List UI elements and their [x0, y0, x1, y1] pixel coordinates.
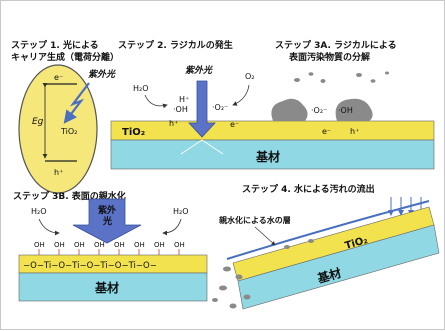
- step3a-hydroxyl-label: ·OH: [338, 106, 353, 115]
- step4-substrate-layer: [237, 224, 440, 310]
- step2-uv-arrow-icon: [188, 80, 216, 138]
- step2-reflect-line-left: [180, 139, 203, 155]
- step3a-electron-label: e⁻: [322, 127, 331, 136]
- step3b-uv-arrow-icon: [72, 198, 142, 244]
- step4-water-layer-label: 親水化による水の層: [219, 215, 291, 225]
- flowing-dirt-5-icon: [229, 303, 237, 309]
- step1-title-line2: キャリア生成（電荷分離）: [11, 51, 119, 63]
- step2-oxygen-arrow: [232, 84, 250, 106]
- step1-uv-label: 紫外光: [88, 69, 116, 80]
- step3a-fragment-3-icon: [320, 79, 326, 83]
- step2-hole-label: h⁺: [169, 119, 178, 128]
- step2-proton-label: H⁺: [179, 95, 189, 104]
- step3b-uv-label-line1: 紫外: [98, 204, 116, 216]
- step2-tio2-label: TiO₂: [122, 127, 145, 138]
- oh-label-4: OH: [94, 241, 105, 249]
- step3a-title-line1: ステップ 3A. ラジカルによる: [275, 39, 397, 51]
- oh-label-8: OH: [174, 241, 185, 249]
- flowing-dirt-3-icon: [219, 285, 227, 291]
- step2-hydroxyl-label: ·OH: [173, 105, 188, 114]
- flowing-dirt-1-icon: [223, 266, 231, 272]
- step2-electron-label: e⁻: [230, 120, 239, 129]
- oh-group-6: OH: [134, 241, 145, 255]
- step4-substrate-label: 基材: [315, 265, 343, 286]
- oh-label-5: OH: [114, 241, 125, 249]
- step2-uv-label: 紫外光: [185, 65, 213, 76]
- oh-group-1: OH: [34, 241, 45, 255]
- step2-3a-panel: ステップ 2. ラジカルの発生 ステップ 3A. ラジカルによる 表面汚染物質の…: [110, 39, 435, 170]
- oh-group-4: OH: [94, 241, 105, 255]
- step3a-fragment-5-icon: [370, 79, 376, 83]
- step3b-uv-label-line2: 光: [102, 215, 112, 227]
- step2-oxygen-label: O₂: [245, 72, 255, 81]
- step1-uv-zigzag-icon: [63, 82, 90, 124]
- flowing-dirt-7-icon: [284, 245, 290, 249]
- step1-hole-label: h⁺: [54, 168, 63, 177]
- step1-panel: ステップ 1. 光による キャリア生成（電荷分離） Eg e⁻ h⁺ TiO₂ …: [11, 39, 119, 194]
- step3a-fragment-4-icon: [356, 73, 362, 77]
- step2-water-label: H₂O: [133, 84, 149, 93]
- step1-title-line1: ステップ 1. 光による: [11, 39, 99, 51]
- oh-group-2: OH: [54, 241, 65, 255]
- step3a-title-line2: 表面汚染物質の分解: [288, 51, 370, 63]
- flowing-dirt-8-icon: [308, 239, 314, 243]
- step3b-substrate-layer: [18, 272, 208, 302]
- step2-title: ステップ 2. ラジカルの発生: [118, 39, 233, 51]
- step2-superoxide-label: ·O₂⁻: [212, 103, 228, 112]
- step4-panel: ステップ 4. 水による汚れの流出 親水化による水の層 TiO₂ 基材: [212, 183, 440, 310]
- band-gap-label: Eg: [32, 117, 44, 127]
- step3b-water-left-arrow: [38, 218, 60, 236]
- step3a-fragment-6-icon: [385, 71, 389, 75]
- step1-tio2-label: TiO₂: [60, 127, 77, 136]
- step3a-fragment-2-icon: [308, 72, 314, 76]
- step2-substrate-label: 基材: [255, 149, 280, 164]
- step3a-dirt-blob-left-icon: [271, 98, 308, 121]
- step3b-water-right-arrow: [162, 218, 182, 236]
- step4-title: ステップ 4. 水による汚れの流出: [242, 183, 375, 195]
- step2-reflect-line-right: [201, 139, 224, 155]
- step3a-superoxide-label: ·O₂⁻: [311, 106, 327, 115]
- step2-water-arrow: [144, 94, 168, 109]
- oh-group-5: OH: [114, 241, 125, 255]
- step3b-surface-chain: −O−Ti−O−Ti−O−Ti−O−Ti−O−: [23, 261, 157, 271]
- step3b-panel: ステップ 3B. 表面の親水化 紫外 光 H₂O H₂O OH OH OH OH…: [13, 190, 208, 302]
- step2-substrate-layer: [110, 139, 435, 170]
- step3a-fragment-1-icon: [294, 78, 300, 82]
- oh-group-8: OH: [174, 241, 185, 255]
- flowing-dirt-6-icon: [212, 298, 218, 302]
- step4-label-pointer: [254, 226, 276, 246]
- oh-group-7: OH: [154, 241, 165, 255]
- step1-electron-label: e⁻: [54, 73, 63, 82]
- flowing-dirt-2-icon: [235, 274, 243, 280]
- step3a-hole-label: h⁺: [350, 127, 359, 136]
- oh-group-3: OH: [74, 241, 85, 255]
- step3b-water-left-label: H₂O: [31, 207, 47, 216]
- step3a-dirt-blob-right-icon: [335, 98, 373, 121]
- oh-label-7: OH: [154, 241, 165, 249]
- step3b-water-right-label: H₂O: [173, 207, 189, 216]
- oh-label-6: OH: [134, 241, 145, 249]
- oh-label-3: OH: [74, 241, 85, 249]
- oh-label-1: OH: [34, 241, 45, 249]
- oh-label-2: OH: [54, 241, 65, 249]
- flowing-dirt-4-icon: [243, 294, 251, 300]
- step3b-substrate-label: 基材: [94, 280, 119, 295]
- step2-tio2-layer: [110, 120, 435, 141]
- step3b-oh-groups: OH OH OH OH OH OH OH OH: [34, 241, 185, 255]
- step4-water-layer-line: [226, 200, 430, 260]
